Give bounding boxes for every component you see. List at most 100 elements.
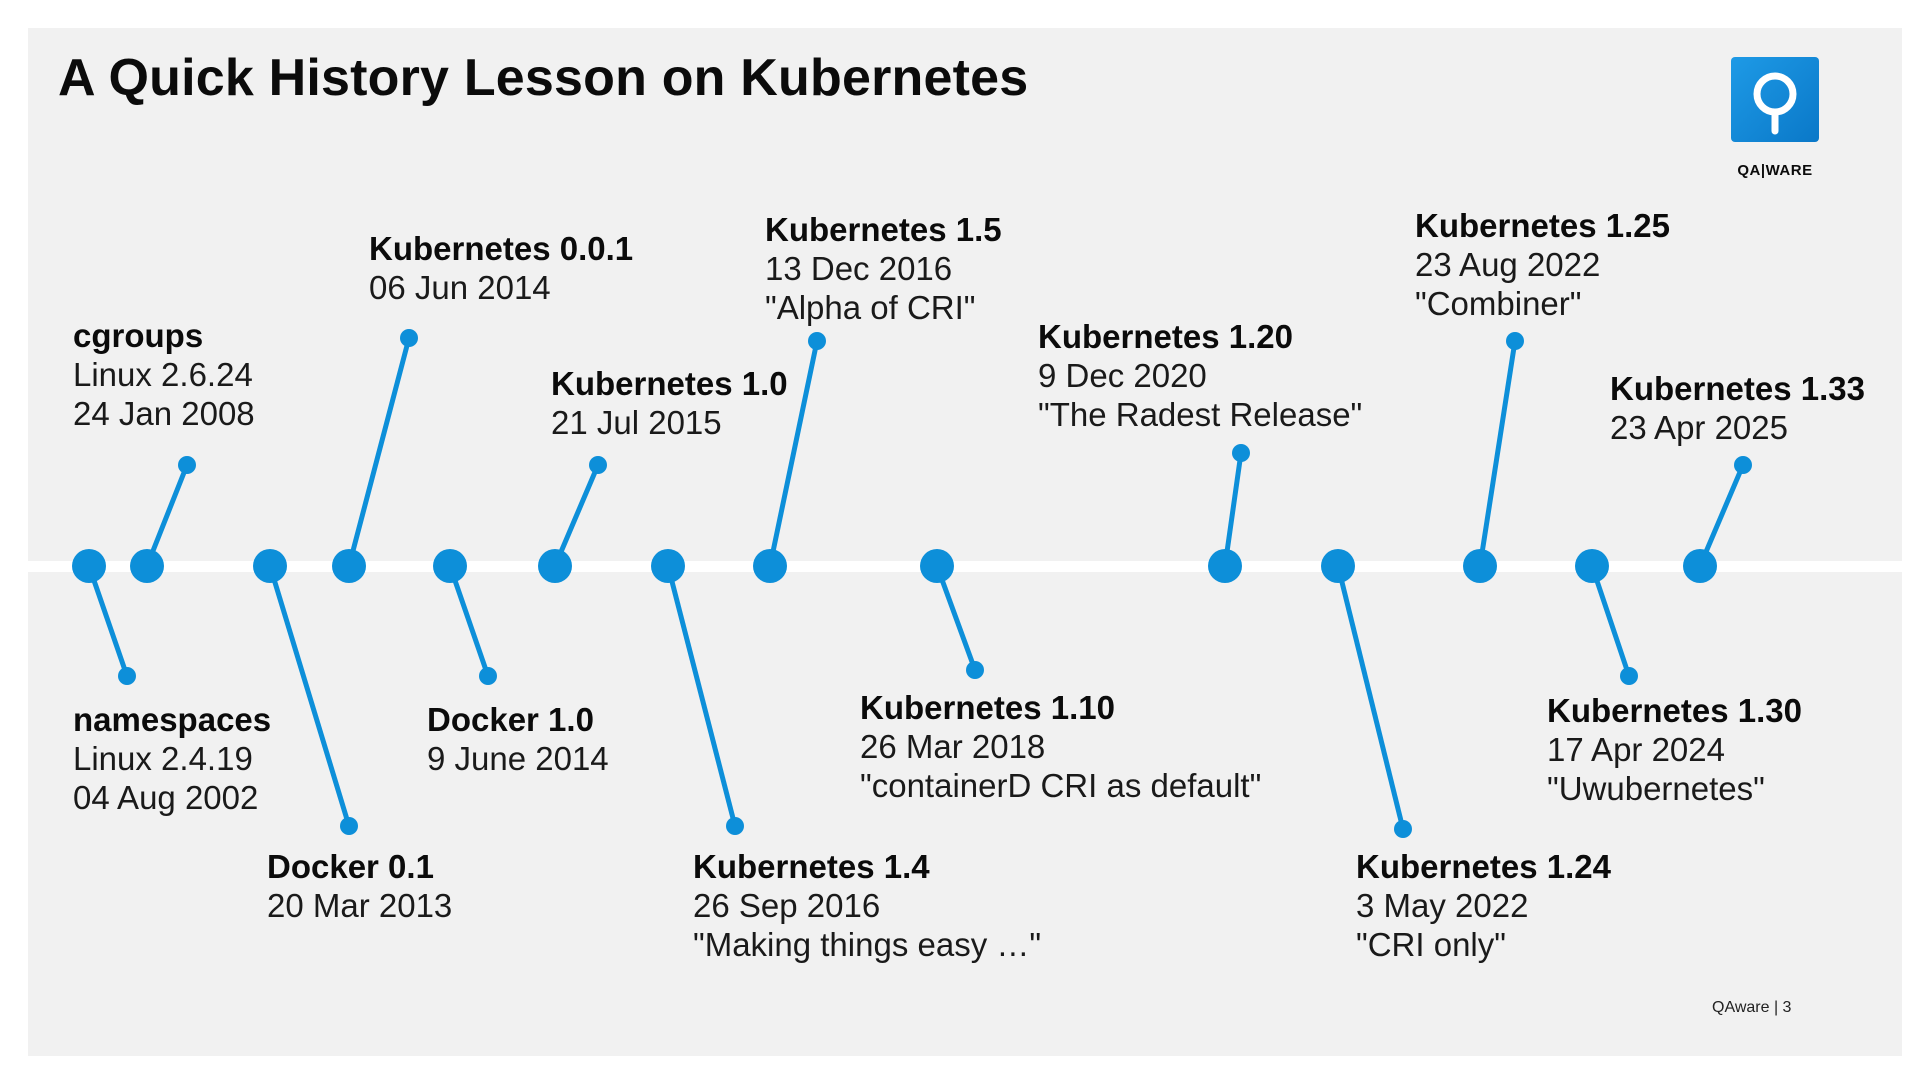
event-title: Kubernetes 0.0.1 bbox=[369, 230, 634, 267]
event-connector-line bbox=[86, 565, 130, 677]
event-connector-line bbox=[267, 565, 352, 827]
timeline-node bbox=[1683, 549, 1717, 583]
event-date: 13 Dec 2016 bbox=[765, 250, 953, 287]
event-title: namespaces bbox=[73, 701, 272, 738]
event-pin-dot bbox=[1506, 332, 1524, 350]
slide bbox=[28, 28, 1902, 1056]
event-date: 23 Aug 2022 bbox=[1415, 246, 1601, 283]
event-title: Kubernetes 1.5 bbox=[765, 211, 1002, 248]
event-connector-line bbox=[1589, 565, 1632, 677]
timeline-node bbox=[1208, 549, 1242, 583]
timeline-node bbox=[253, 549, 287, 583]
event-title: cgroups bbox=[73, 317, 204, 354]
event-title: Kubernetes 1.24 bbox=[1356, 848, 1611, 885]
event-connector-line bbox=[1697, 464, 1746, 567]
event-title: Kubernetes 1.30 bbox=[1547, 692, 1802, 729]
event-title: Docker 1.0 bbox=[427, 701, 594, 738]
event-note: "Making things easy …" bbox=[693, 926, 1042, 963]
event-date: 20 Mar 2013 bbox=[267, 887, 453, 924]
event-connector-line bbox=[447, 565, 491, 677]
event-connector-line bbox=[767, 340, 820, 567]
timeline-node bbox=[72, 549, 106, 583]
event-connector-line bbox=[552, 464, 601, 567]
event-title: Kubernetes 1.0 bbox=[551, 365, 788, 402]
timeline-node bbox=[130, 549, 164, 583]
event-date: 21 Jul 2015 bbox=[551, 404, 722, 441]
timeline-node bbox=[1463, 549, 1497, 583]
event-date: 17 Apr 2024 bbox=[1547, 731, 1725, 768]
event-pin-dot bbox=[479, 667, 497, 685]
timeline-node bbox=[1321, 549, 1355, 583]
event-title: Kubernetes 1.33 bbox=[1610, 370, 1865, 407]
event-note: "Combiner" bbox=[1415, 285, 1582, 322]
qaware-logo-icon bbox=[1731, 57, 1819, 142]
event-date: 9 Dec 2020 bbox=[1038, 357, 1207, 394]
event-note: "Uwubernetes" bbox=[1547, 770, 1765, 807]
event-note: 24 Jan 2008 bbox=[73, 395, 255, 432]
event-note: "CRI only" bbox=[1356, 926, 1506, 963]
event-title: Kubernetes 1.25 bbox=[1415, 207, 1670, 244]
event-pin-dot bbox=[589, 456, 607, 474]
timeline-node bbox=[433, 549, 467, 583]
event-note: "containerD CRI as default" bbox=[860, 767, 1262, 804]
event-title: Docker 0.1 bbox=[267, 848, 434, 885]
event-date: Linux 2.6.24 bbox=[73, 356, 253, 393]
event-pin-dot bbox=[400, 329, 418, 347]
timeline-node bbox=[332, 549, 366, 583]
timeline-node bbox=[920, 549, 954, 583]
event-date: 3 May 2022 bbox=[1356, 887, 1529, 924]
timeline-node bbox=[1575, 549, 1609, 583]
event-connector-line bbox=[1222, 452, 1244, 567]
event-note: "Alpha of CRI" bbox=[765, 289, 976, 326]
event-date: Linux 2.4.19 bbox=[73, 740, 253, 777]
event-title: Kubernetes 1.10 bbox=[860, 689, 1115, 726]
event-pin-dot bbox=[808, 332, 826, 350]
event-date: 23 Apr 2025 bbox=[1610, 409, 1788, 446]
event-pin-dot bbox=[178, 456, 196, 474]
timeline-node bbox=[753, 549, 787, 583]
event-connector-line bbox=[934, 565, 978, 671]
event-note: "The Radest Release" bbox=[1038, 396, 1363, 433]
event-connector-line bbox=[665, 565, 738, 827]
event-connector-line bbox=[1477, 340, 1518, 567]
event-date: 26 Mar 2018 bbox=[860, 728, 1046, 765]
qaware-logo-mark bbox=[1753, 72, 1797, 135]
event-connector-line bbox=[346, 337, 412, 567]
event-pin-dot bbox=[1232, 444, 1250, 462]
slide-title: A Quick History Lesson on Kubernetes bbox=[58, 49, 1029, 107]
timeline-baseline bbox=[28, 561, 1902, 572]
timeline-node bbox=[538, 549, 572, 583]
qaware-logo-text: QA|WARE bbox=[1737, 162, 1813, 179]
timeline-node bbox=[651, 549, 685, 583]
event-date: 26 Sep 2016 bbox=[693, 887, 881, 924]
event-pin-dot bbox=[726, 817, 744, 835]
event-date: 06 Jun 2014 bbox=[369, 269, 551, 306]
event-pin-dot bbox=[1620, 667, 1638, 685]
footer-page-label: QAware | 3 bbox=[1712, 999, 1792, 1016]
event-pin-dot bbox=[1394, 820, 1412, 838]
event-title: Kubernetes 1.20 bbox=[1038, 318, 1293, 355]
event-pin-dot bbox=[966, 661, 984, 679]
event-pin-dot bbox=[118, 667, 136, 685]
event-note: 04 Aug 2002 bbox=[73, 779, 259, 816]
event-pin-dot bbox=[1734, 456, 1752, 474]
event-title: Kubernetes 1.4 bbox=[693, 848, 930, 885]
event-pin-dot bbox=[340, 817, 358, 835]
event-date: 9 June 2014 bbox=[427, 740, 609, 777]
event-connector-line bbox=[144, 464, 190, 567]
